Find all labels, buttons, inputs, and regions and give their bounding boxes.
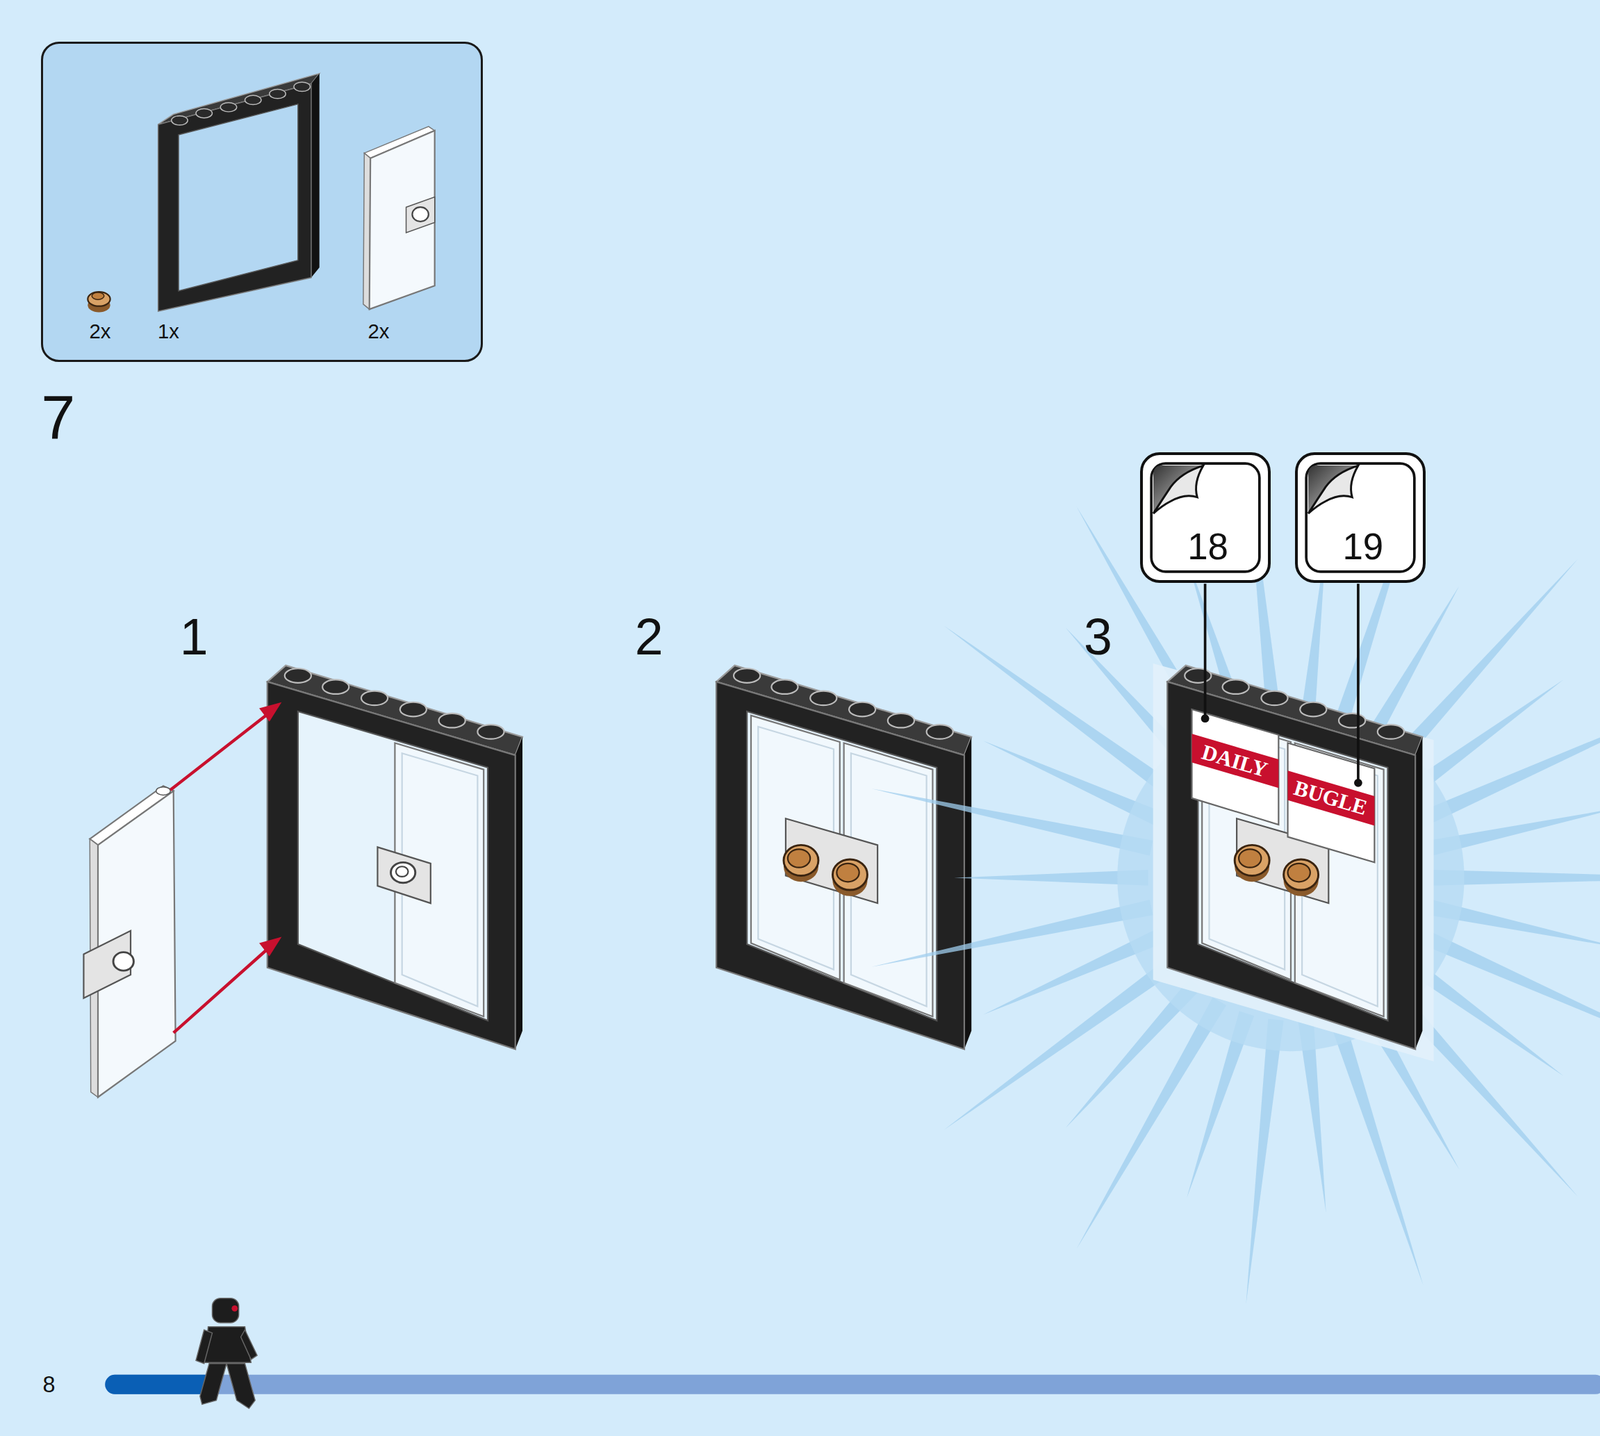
- drawing-ellipse: [220, 102, 237, 112]
- highlight-glow: [1153, 663, 1434, 1062]
- drawing-g: [171, 81, 311, 126]
- drawing-polygon: [259, 702, 282, 722]
- drawing-ellipse: [245, 95, 262, 105]
- drawing-ellipse: [156, 787, 171, 796]
- progress-fill: [104, 1374, 218, 1395]
- drawing-use: [1167, 665, 1423, 1050]
- sticker-number: 19: [1342, 528, 1384, 565]
- burst-ray: [1245, 1018, 1284, 1305]
- drawing-polygon: [311, 73, 320, 278]
- step-2-assembly: [716, 665, 972, 1050]
- drawing-ellipse: [91, 292, 105, 300]
- drawing-ellipse: [396, 866, 409, 877]
- parts-list-panel: 2x 1x 2x: [40, 41, 483, 362]
- drawing-polygon: [1192, 733, 1280, 788]
- drawing-polygon: [158, 83, 312, 312]
- drawing-polygon: [406, 197, 435, 233]
- drawing-ellipse: [171, 116, 189, 126]
- step-3-assembly: [1167, 665, 1423, 1050]
- gold-round-plate: [87, 291, 110, 312]
- drawing-line: [1356, 583, 1360, 781]
- drawing-ellipse: [391, 862, 416, 883]
- drawing-line: [173, 949, 268, 1033]
- sticker-peel: [1153, 465, 1204, 514]
- drawing-ellipse: [113, 952, 134, 971]
- sticker-callout: 18: [1140, 452, 1271, 583]
- parts-panel-ground: [41, 43, 482, 362]
- drawing-line: [1203, 583, 1207, 717]
- drawing-polygon: [369, 130, 435, 310]
- drawing-use: [716, 665, 972, 1050]
- drawing-line: [170, 714, 268, 790]
- sticker-number: 18: [1187, 528, 1229, 565]
- sticker-inner: [1151, 463, 1260, 572]
- drawing-ellipse: [195, 108, 213, 118]
- drawing-polygon: [1288, 770, 1375, 826]
- burst-ray: [871, 899, 1154, 968]
- step-number: 7: [40, 387, 76, 449]
- drawing-polygon: [1288, 742, 1375, 863]
- drawing-circle: [1354, 778, 1363, 788]
- substep-number: 2: [634, 612, 664, 663]
- highlight-burst: [871, 451, 1600, 1305]
- drawing-use: [267, 665, 523, 1050]
- drawing-g: [170, 702, 282, 1034]
- drawing-circle: [231, 1305, 238, 1312]
- drawing-rect: [212, 1298, 239, 1323]
- drawing-ellipse: [293, 81, 311, 92]
- part-count: 1x: [157, 321, 180, 342]
- substep-number: 1: [179, 612, 209, 663]
- drawing-polygon: [200, 1363, 227, 1405]
- part-count: 2x: [88, 321, 111, 342]
- drawing-polygon: [241, 1329, 258, 1360]
- page-number: 8: [43, 1373, 56, 1396]
- drawing-ellipse: [269, 89, 287, 99]
- drawing-ellipse: [411, 207, 429, 222]
- drawing-polygon: [226, 1363, 255, 1409]
- substep-number: 3: [1083, 612, 1113, 663]
- drawing-polygon: [259, 937, 282, 957]
- sticker-inner: [1306, 463, 1415, 572]
- sticker-peel: [1308, 465, 1359, 514]
- sticker-peel-edge: [1153, 465, 1204, 514]
- part-count: 2x: [367, 321, 390, 342]
- progress-track: [104, 1374, 1600, 1395]
- sticker-peel-edge: [1308, 465, 1359, 514]
- minifigure: [195, 1298, 258, 1409]
- drawing-circle: [1201, 714, 1210, 723]
- drawing-polygon: [1192, 709, 1280, 825]
- step-1-assembly: [83, 665, 523, 1098]
- door-part: [363, 126, 435, 310]
- drawing-polygon: [195, 1329, 213, 1364]
- window-frame-part: [158, 73, 320, 312]
- drawing-polygon: [377, 846, 431, 904]
- drawing-polygon: [178, 104, 299, 292]
- sticker-callout: 19: [1295, 452, 1426, 583]
- drawing-ellipse: [87, 291, 110, 307]
